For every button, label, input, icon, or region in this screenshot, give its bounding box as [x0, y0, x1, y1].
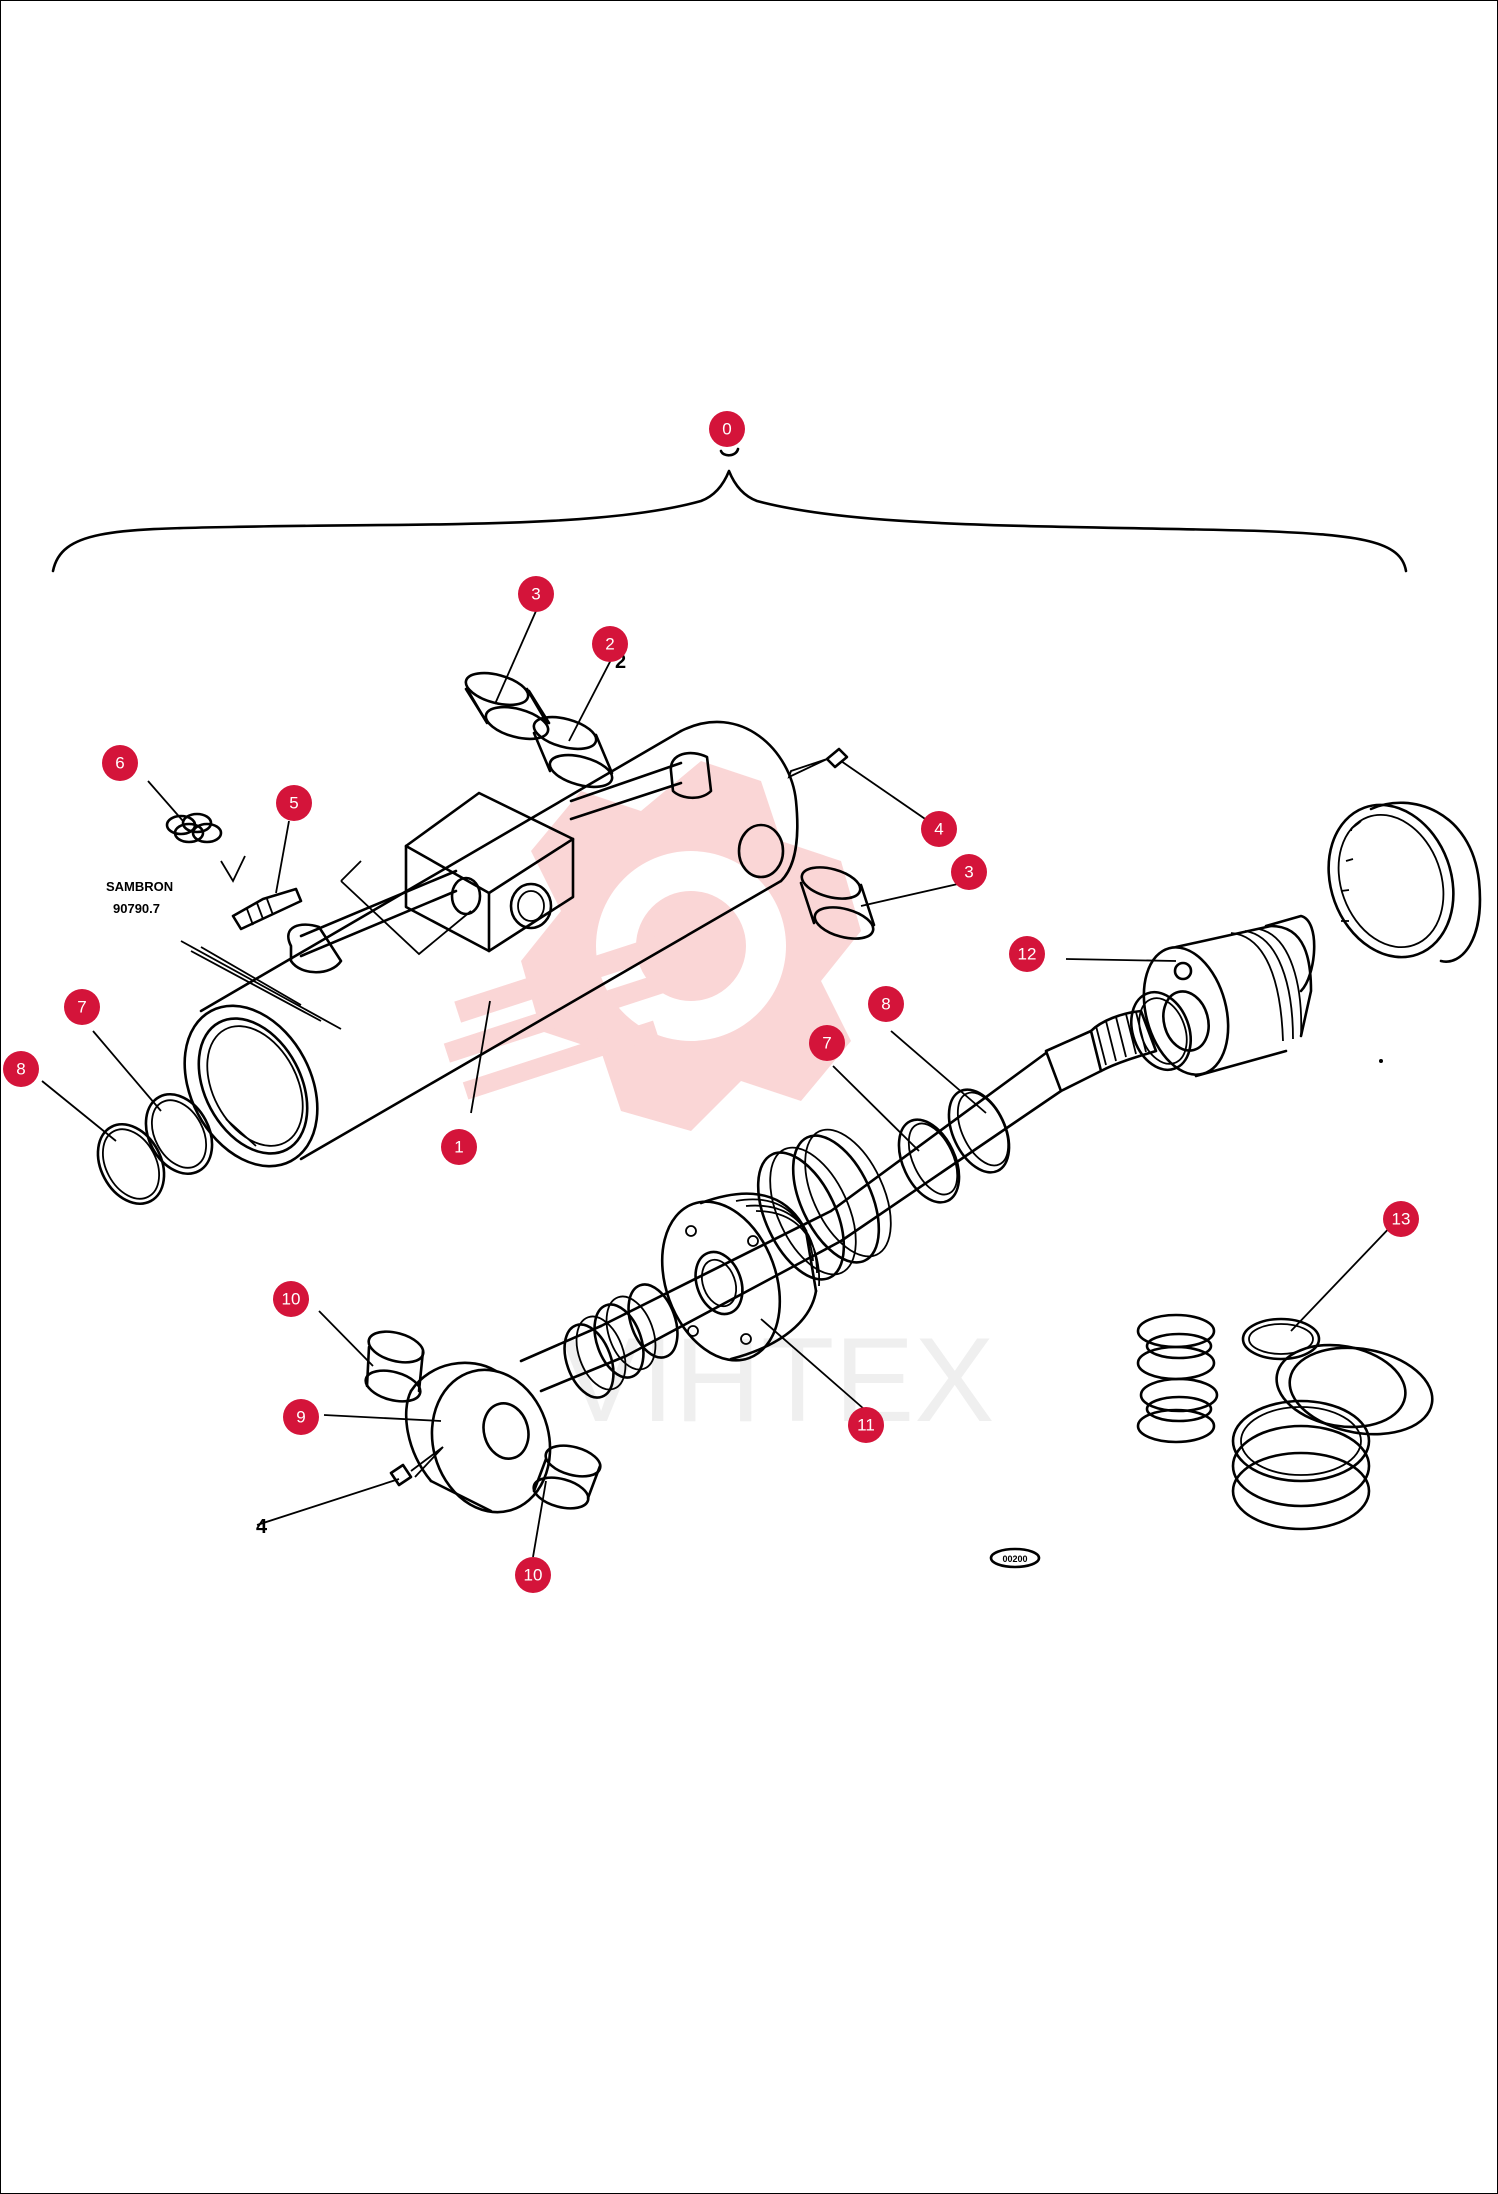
part-label-2: 2: [615, 651, 626, 673]
callout-6[interactable]: 6: [102, 745, 138, 781]
small-rings-gland: [563, 1283, 679, 1399]
callout-9[interactable]: 9: [283, 1399, 319, 1435]
small-part-label-text: 00200: [1002, 1554, 1027, 1564]
svg-text:6: 6: [115, 754, 124, 773]
svg-text:10: 10: [282, 1290, 301, 1309]
callout-13[interactable]: 13: [1383, 1201, 1419, 1237]
callout-11[interactable]: 11: [848, 1407, 884, 1443]
callout-12[interactable]: 12: [1009, 936, 1045, 972]
stamp-line-2: 90790.7: [113, 901, 160, 916]
seal-rings-small: [165, 812, 223, 844]
svg-text:10: 10: [524, 1566, 543, 1585]
bushing-eye-top: [364, 1330, 425, 1403]
callout-8-left[interactable]: 8: [3, 1051, 39, 1087]
part-label-4: 4: [256, 1516, 268, 1538]
callout-10-bottom[interactable]: 10: [515, 1557, 551, 1593]
cylinder-barrel: [183, 720, 799, 1168]
svg-text:7: 7: [822, 1034, 831, 1053]
relief-valve: [220, 855, 303, 931]
watermark: VIHTEX: [443, 761, 994, 1447]
callout-3-top[interactable]: 3: [518, 576, 554, 612]
wiper-seal-large: [1327, 801, 1482, 963]
callout-7-left[interactable]: 7: [64, 989, 100, 1025]
svg-text:5: 5: [289, 794, 298, 813]
svg-text:11: 11: [857, 1416, 875, 1435]
svg-text:12: 12: [1018, 945, 1037, 964]
watermark-text: VIHTEX: [561, 1313, 994, 1447]
svg-text:3: 3: [531, 585, 540, 604]
callout-5[interactable]: 5: [276, 785, 312, 821]
svg-text:4: 4: [934, 820, 943, 839]
svg-text:2: 2: [605, 635, 614, 654]
ring-left-7: [144, 1093, 214, 1175]
callout-7-rod[interactable]: 7: [809, 1025, 845, 1061]
assembly-brace: [51, 469, 1408, 573]
callout-1[interactable]: 1: [441, 1129, 477, 1165]
svg-text:13: 13: [1392, 1210, 1411, 1229]
svg-text:0: 0: [722, 420, 731, 439]
svg-text:1: 1: [454, 1138, 463, 1157]
bushing-top-b: [532, 715, 614, 789]
callout-2[interactable]: 2: [592, 626, 628, 662]
ring-rod-7: [897, 1118, 961, 1204]
grease-nipple-bottom: [389, 1446, 444, 1487]
callout-10-top[interactable]: 10: [273, 1281, 309, 1317]
ring-left-8: [96, 1123, 166, 1205]
callout-3-mid[interactable]: 3: [951, 854, 987, 890]
grease-nipple-top: [787, 747, 849, 779]
callout-4-top[interactable]: 4: [921, 811, 957, 847]
small-part-label: 00200: [989, 1547, 1041, 1569]
stamp-line-1: SAMBRON: [106, 879, 173, 894]
gear-logo-icon: [443, 761, 861, 1131]
seal-kit: [1136, 1313, 1434, 1531]
svg-text:8: 8: [881, 995, 890, 1014]
piston-gland: [660, 1192, 821, 1362]
svg-text:7: 7: [77, 998, 86, 1017]
svg-text:3: 3: [964, 863, 973, 882]
bushing-eye-bottom: [532, 1444, 602, 1510]
svg-text:9: 9: [296, 1408, 305, 1427]
cylinder-head: [1130, 914, 1316, 1078]
svg-text:8: 8: [16, 1060, 25, 1079]
bushing-mid: [799, 866, 876, 940]
callout-8-rod[interactable]: 8: [868, 986, 904, 1022]
rod-seals: [756, 1128, 892, 1281]
callout-0[interactable]: 0: [709, 411, 745, 447]
